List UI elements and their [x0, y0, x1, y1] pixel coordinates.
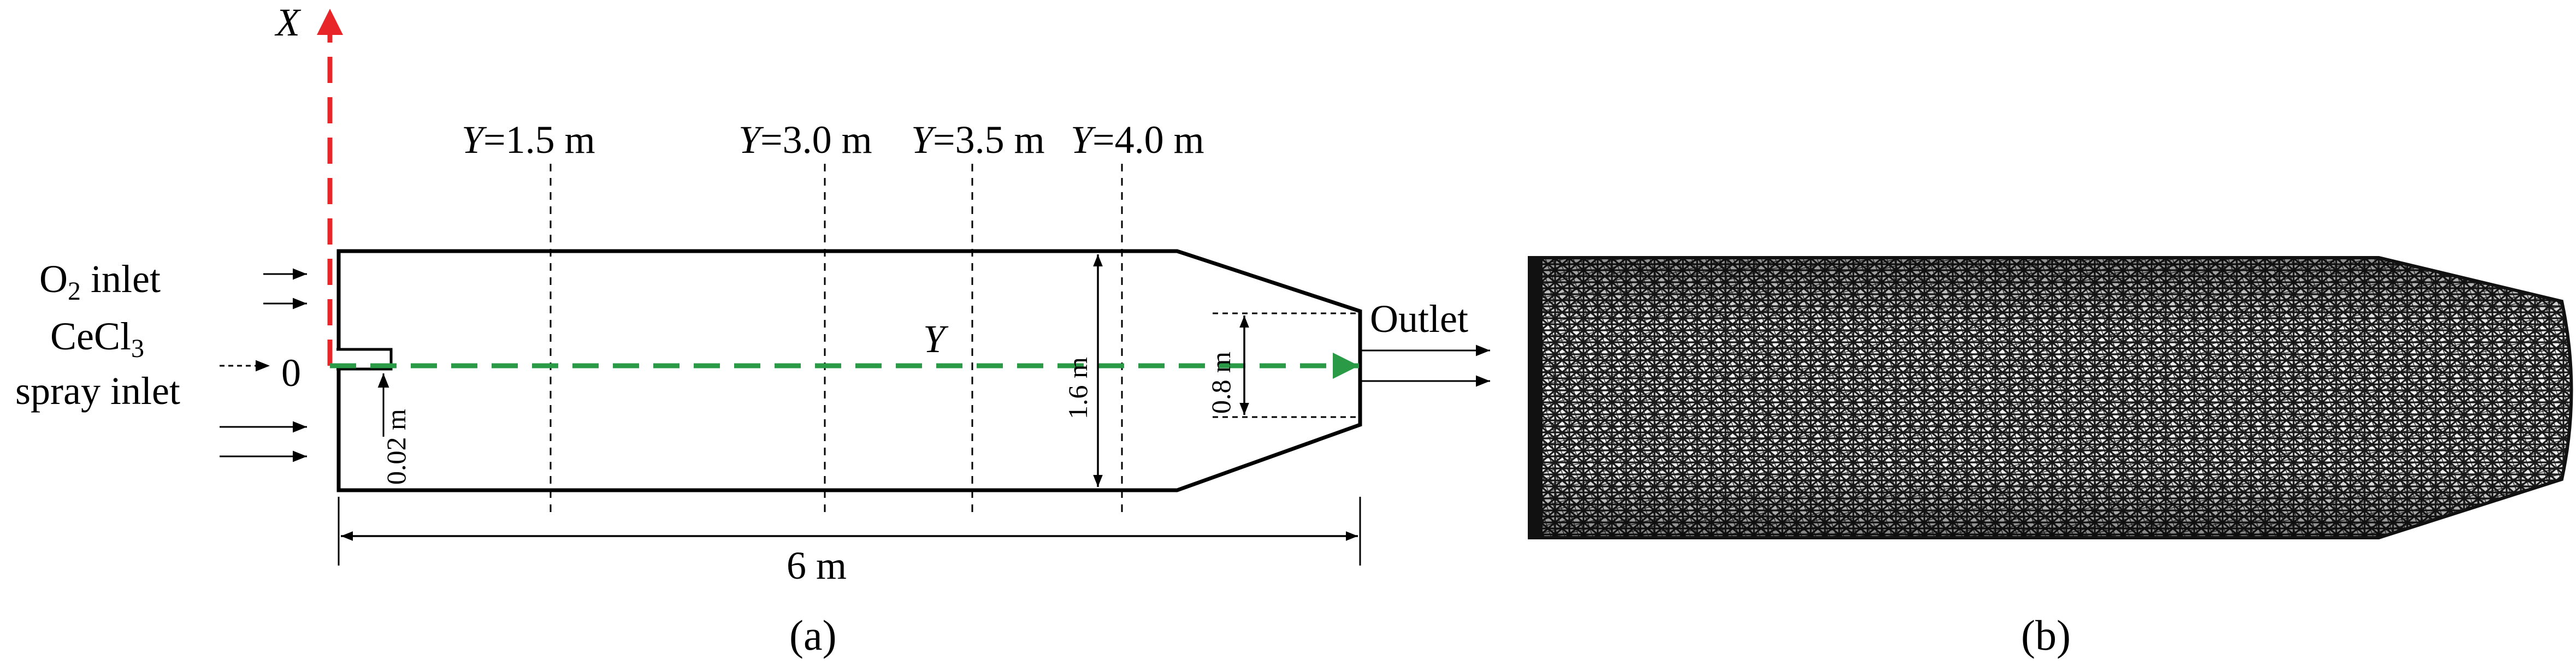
- outlet-label: Outlet: [1370, 297, 1468, 341]
- panel-b-mesh: (b): [1528, 256, 2573, 659]
- section-label-3: Y=3.5 m: [911, 118, 1045, 162]
- mesh-left-edge: [1529, 258, 1543, 538]
- x-axis-label: X: [274, 1, 302, 44]
- section-label-2: Y=3.0 m: [738, 118, 872, 162]
- spray-nozzle: [336, 348, 393, 371]
- nozzle-dim-label: 0.02 m: [381, 409, 411, 485]
- y-axis-label: Y: [923, 317, 949, 361]
- caption-a: (a): [789, 611, 837, 659]
- panel-a-diagram: Y=1.5 m Y=3.0 m Y=3.5 m Y=4.0 m X Y 0 O2…: [15, 1, 1490, 659]
- caption-b: (b): [2021, 611, 2071, 659]
- spray-inlet-label-line1: CeCl3: [50, 314, 144, 363]
- reactor-outline: [336, 249, 1362, 492]
- section-label-1: Y=1.5 m: [462, 118, 595, 162]
- section-label-4: Y=4.0 m: [1071, 118, 1204, 162]
- diameter-dim-label: 1.6 m: [1062, 357, 1093, 419]
- outlet-dim-label: 0.8 m: [1206, 352, 1236, 414]
- section-lines: [550, 164, 1123, 512]
- mesh-outline: [1528, 256, 2573, 539]
- o2-inlet-label: O2 inlet: [39, 257, 161, 306]
- origin-label: 0: [281, 351, 301, 395]
- mesh-shading: [1529, 258, 2572, 538]
- length-dim-label: 6 m: [787, 544, 847, 587]
- spray-inlet-label-line2: spray inlet: [15, 369, 180, 413]
